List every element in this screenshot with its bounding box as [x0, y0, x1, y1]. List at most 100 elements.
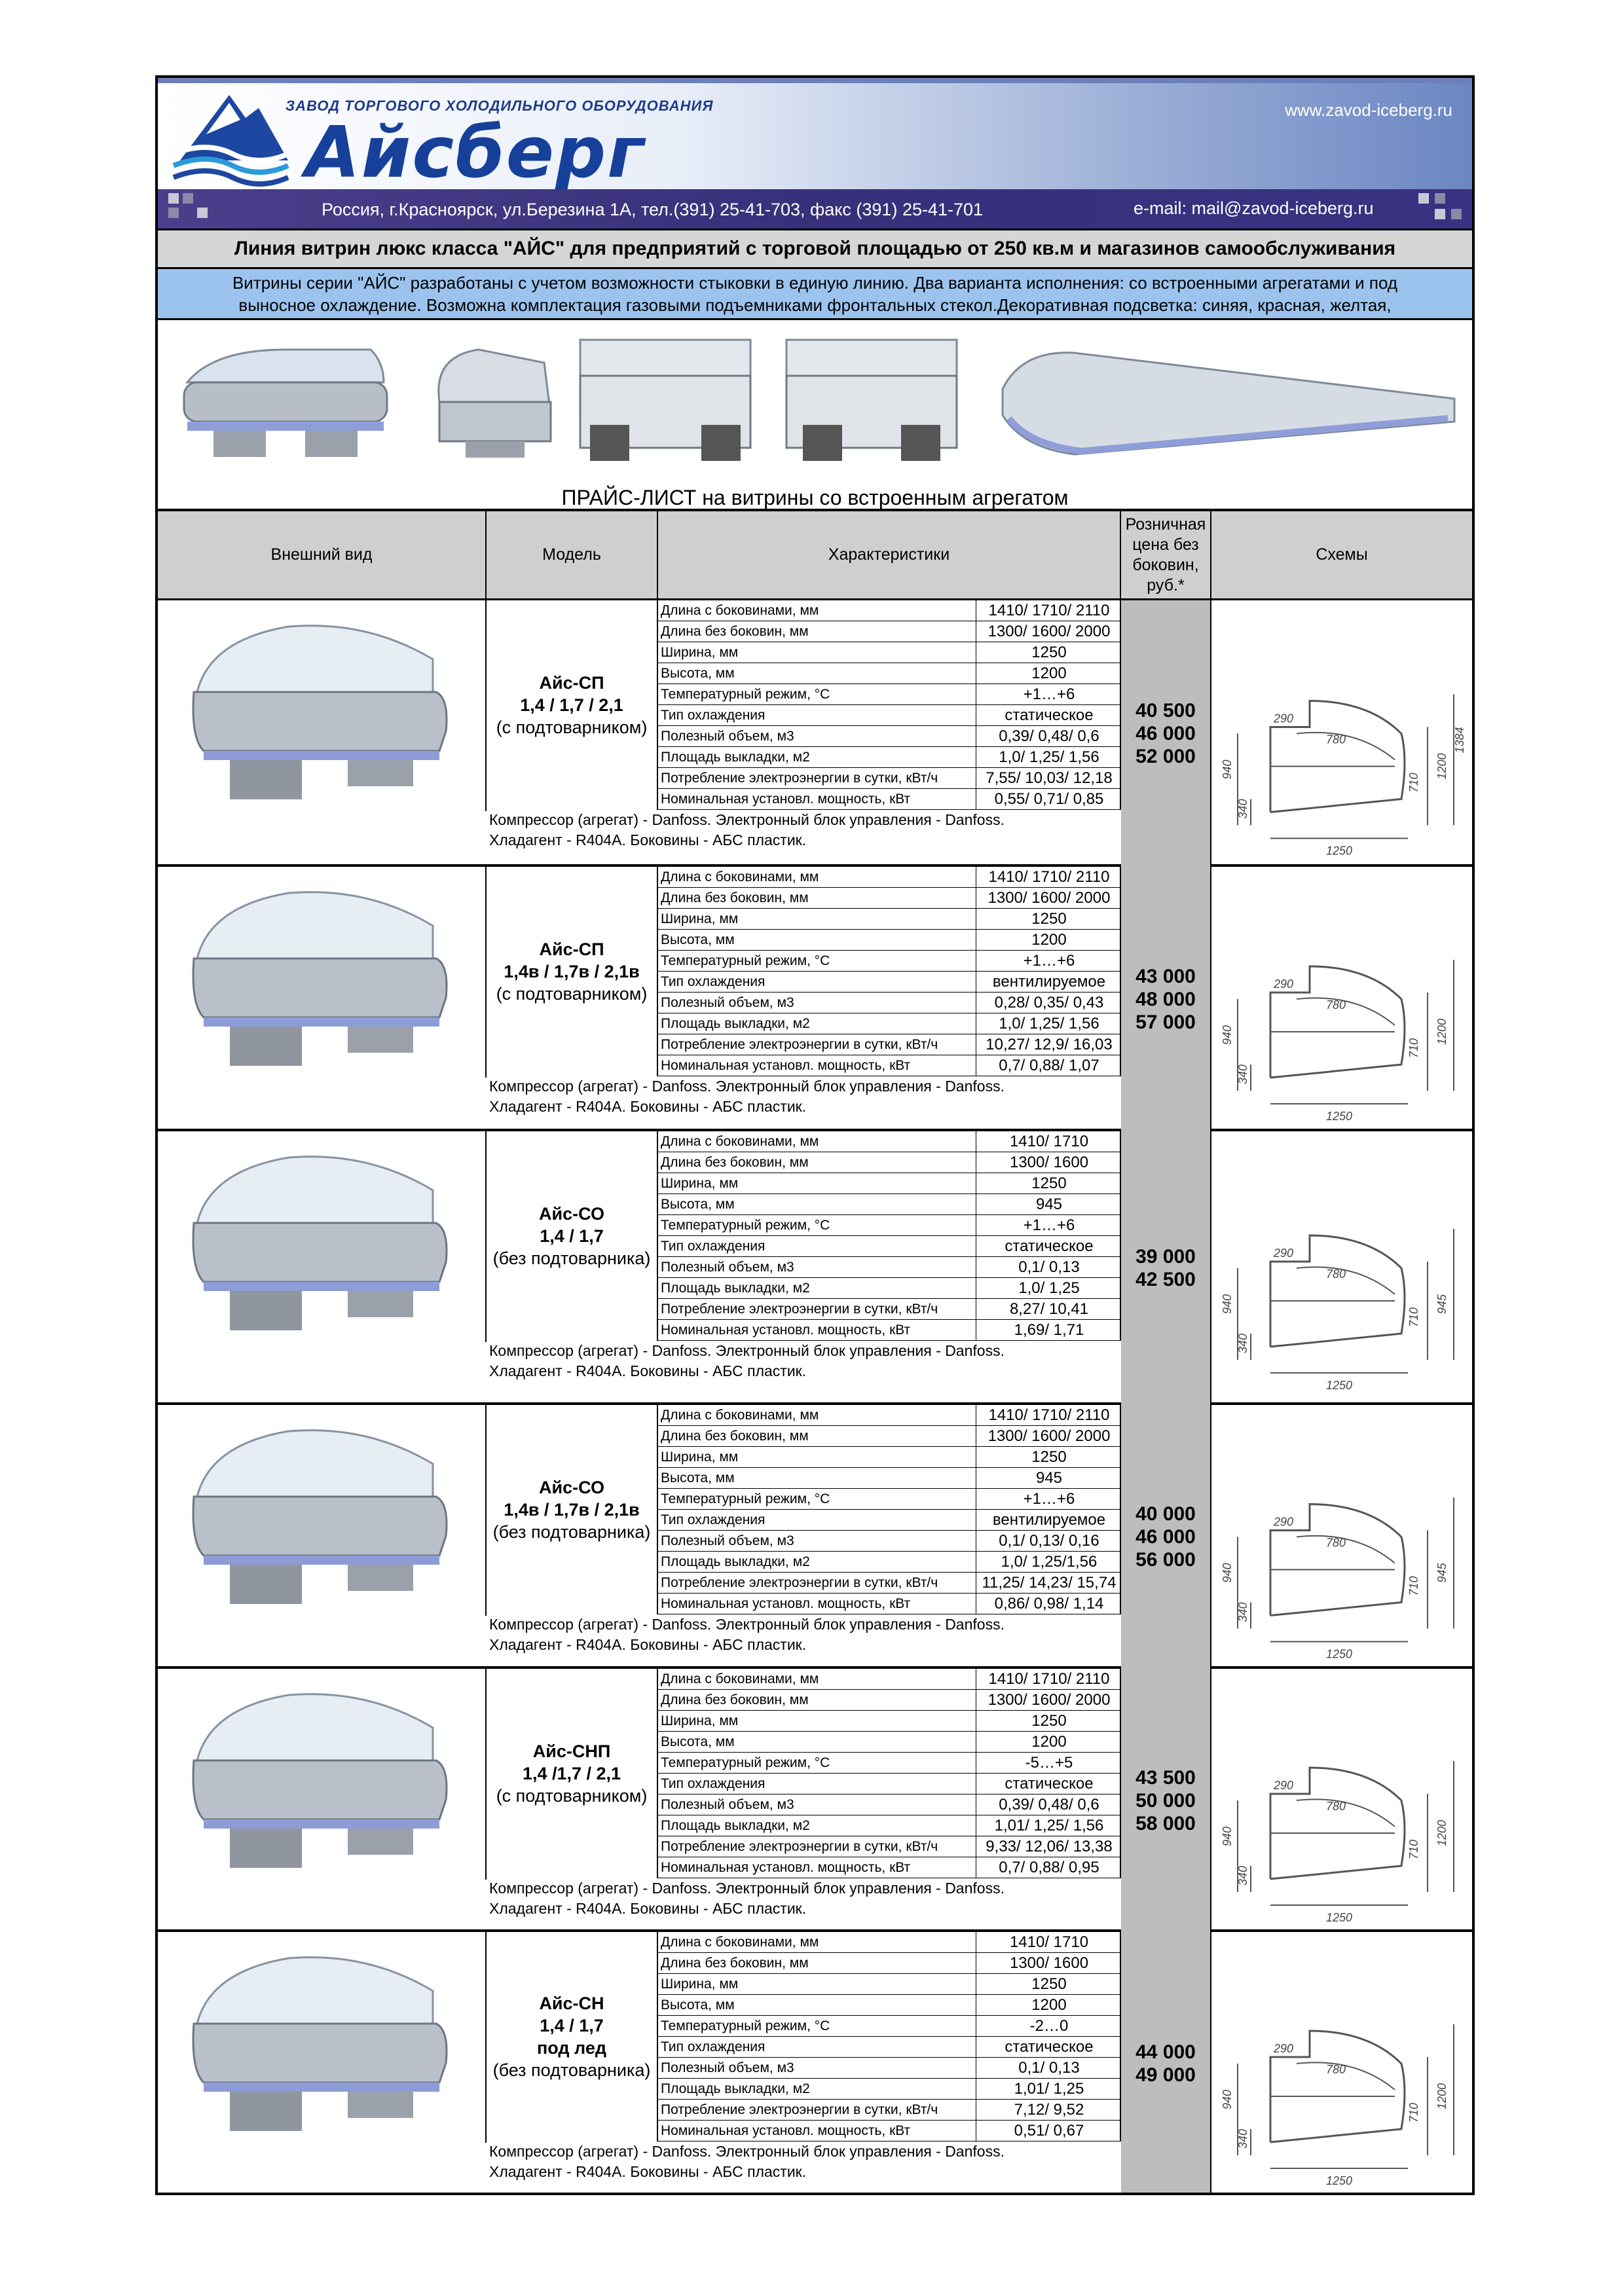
- note-line: Хладагент - R404A. Боковины - АБС пласти…: [489, 1900, 807, 1917]
- product-photo: [192, 1156, 448, 1330]
- spec-label: Номинальная установл. мощность, кВт: [661, 1860, 911, 1875]
- header-banner: ЗАВОД ТОРГОВОГО ХОЛОДИЛЬНОГО ОБОРУДОВАНИ…: [158, 78, 1472, 228]
- model-subtitle: (с подтоварником): [496, 718, 648, 737]
- spec-value: статическое: [976, 1236, 1122, 1256]
- spec-value: 1300/ 1600/ 2000: [976, 1690, 1122, 1710]
- spec-row: Потребление электроэнергии в сутки, кВт/…: [658, 1034, 1121, 1055]
- dim-label: 290: [1273, 977, 1293, 991]
- spec-value: 1300/ 1600: [976, 1152, 1122, 1173]
- dim-label: 780: [1326, 733, 1346, 746]
- note-line: Компрессор (агрегат) - Danfoss. Электрон…: [489, 811, 1005, 828]
- column-header-appearance: Внешний вид: [158, 511, 487, 598]
- spec-label: Длина без боковин, мм: [661, 1429, 809, 1444]
- website-link[interactable]: www.zavod-iceberg.ru: [1285, 100, 1452, 120]
- column-header-schemes: Схемы: [1316, 545, 1368, 564]
- spec-label: Тип охлаждения: [661, 1776, 766, 1791]
- price-list-title: ПРАЙС-ЛИСТ на витрины со встроенным агре…: [561, 486, 1069, 509]
- spec-value: вентилируемое: [976, 972, 1122, 992]
- spec-label: Ширина, мм: [661, 1977, 739, 1992]
- model-name: Айс-СО: [539, 1204, 604, 1224]
- spec-label: Потребление электроэнергии в сутки, кВт/…: [661, 1037, 938, 1052]
- decor-square-icon: [1451, 209, 1462, 219]
- price-value: 57 000: [1135, 1011, 1196, 1033]
- spec-label: Площадь выкладки, м2: [661, 1016, 810, 1031]
- spec-value: 1410/ 1710/ 2110: [976, 1405, 1122, 1425]
- dim-label: 710: [1407, 1038, 1420, 1058]
- row-note: Компрессор (агрегат) - Danfoss. Электрон…: [487, 2141, 1214, 2182]
- product-photo-cell: [158, 1932, 487, 2143]
- spec-value: 1,69/ 1,71: [976, 1320, 1122, 1340]
- model-subtitle: (с подтоварником): [496, 1786, 648, 1806]
- dim-label: 340: [1236, 1334, 1249, 1353]
- spec-value: 1250: [976, 1173, 1122, 1194]
- dim-label: 340: [1236, 799, 1249, 818]
- price-value: 49 000: [1135, 2064, 1196, 2086]
- email-link[interactable]: e-mail: mail@zavod-iceberg.ru: [1134, 198, 1374, 218]
- spec-value: 0,28/ 0,35/ 0,43: [976, 993, 1122, 1013]
- spec-label: Номинальная установл. мощность, кВт: [661, 792, 911, 807]
- intro-text: Витрины серии "АЙС" разработаны с учетом…: [158, 269, 1472, 320]
- spec-value: 1410/ 1710: [976, 1131, 1122, 1152]
- price-value: 46 000: [1135, 1526, 1196, 1548]
- spec-value: 0,39/ 0,48/ 0,6: [976, 1795, 1122, 1815]
- note-line: Компрессор (агрегат) - Danfoss. Электрон…: [489, 1880, 1005, 1897]
- spec-label: Площадь выкладки, м2: [661, 750, 810, 765]
- spec-value: 1250: [976, 642, 1122, 663]
- spec-row: Потребление электроэнергии в сутки, кВт/…: [658, 1299, 1121, 1320]
- price-value: 52 000: [1135, 746, 1196, 767]
- spec-value: 1300/ 1600/ 2000: [976, 621, 1122, 642]
- spec-label: Ширина, мм: [661, 1713, 739, 1728]
- column-header-specs: Характеристики: [658, 511, 1121, 598]
- price-value: 43 000: [1135, 965, 1196, 987]
- note-line: Хладагент - R404A. Боковины - АБС пласти…: [489, 831, 807, 848]
- product-photo-cell: [158, 600, 487, 811]
- dim-label: 945: [1435, 1562, 1449, 1582]
- spec-label: Длина без боковин, мм: [661, 890, 809, 905]
- product-photo-cell: [158, 1131, 487, 1342]
- price-value: 44 000: [1135, 2041, 1196, 2063]
- note-line: Компрессор (агрегат) - Danfoss. Электрон…: [489, 1616, 1005, 1633]
- spec-label: Ширина, мм: [661, 1176, 739, 1191]
- spec-row: Ширина, мм 1250: [658, 1173, 1121, 1194]
- dim-label: 1200: [1435, 2083, 1449, 2109]
- dim-label: 780: [1326, 1537, 1346, 1550]
- company-subtitle: ЗАВОД ТОРГОВОГО ХОЛОДИЛЬНОГО ОБОРУДОВАНИ…: [286, 98, 714, 114]
- spec-value: 0,1/ 0,13/ 0,16: [976, 1531, 1122, 1551]
- note-line: Хладагент - R404A. Боковины - АБС пласти…: [489, 1362, 807, 1379]
- spec-row: Температурный режим, °С+1…+6: [658, 1489, 1121, 1510]
- spec-value: 1250: [976, 1974, 1122, 1994]
- spec-value: 945: [976, 1194, 1122, 1214]
- spec-label: Длина с боковинами, мм: [661, 1134, 819, 1149]
- spec-value: +1…+6: [976, 1215, 1122, 1235]
- product-photo-cell: [158, 1405, 487, 1616]
- spec-value: 7,12/ 9,52: [976, 2100, 1122, 2120]
- note-line: Компрессор (агрегат) - Danfoss. Электрон…: [489, 2143, 1005, 2160]
- spec-value: 1,0/ 1,25: [976, 1278, 1122, 1298]
- price-value: 58 000: [1135, 1812, 1196, 1834]
- model-subtitle: (без подтоварника): [492, 2060, 651, 2080]
- dim-label: 290: [1273, 1516, 1293, 1529]
